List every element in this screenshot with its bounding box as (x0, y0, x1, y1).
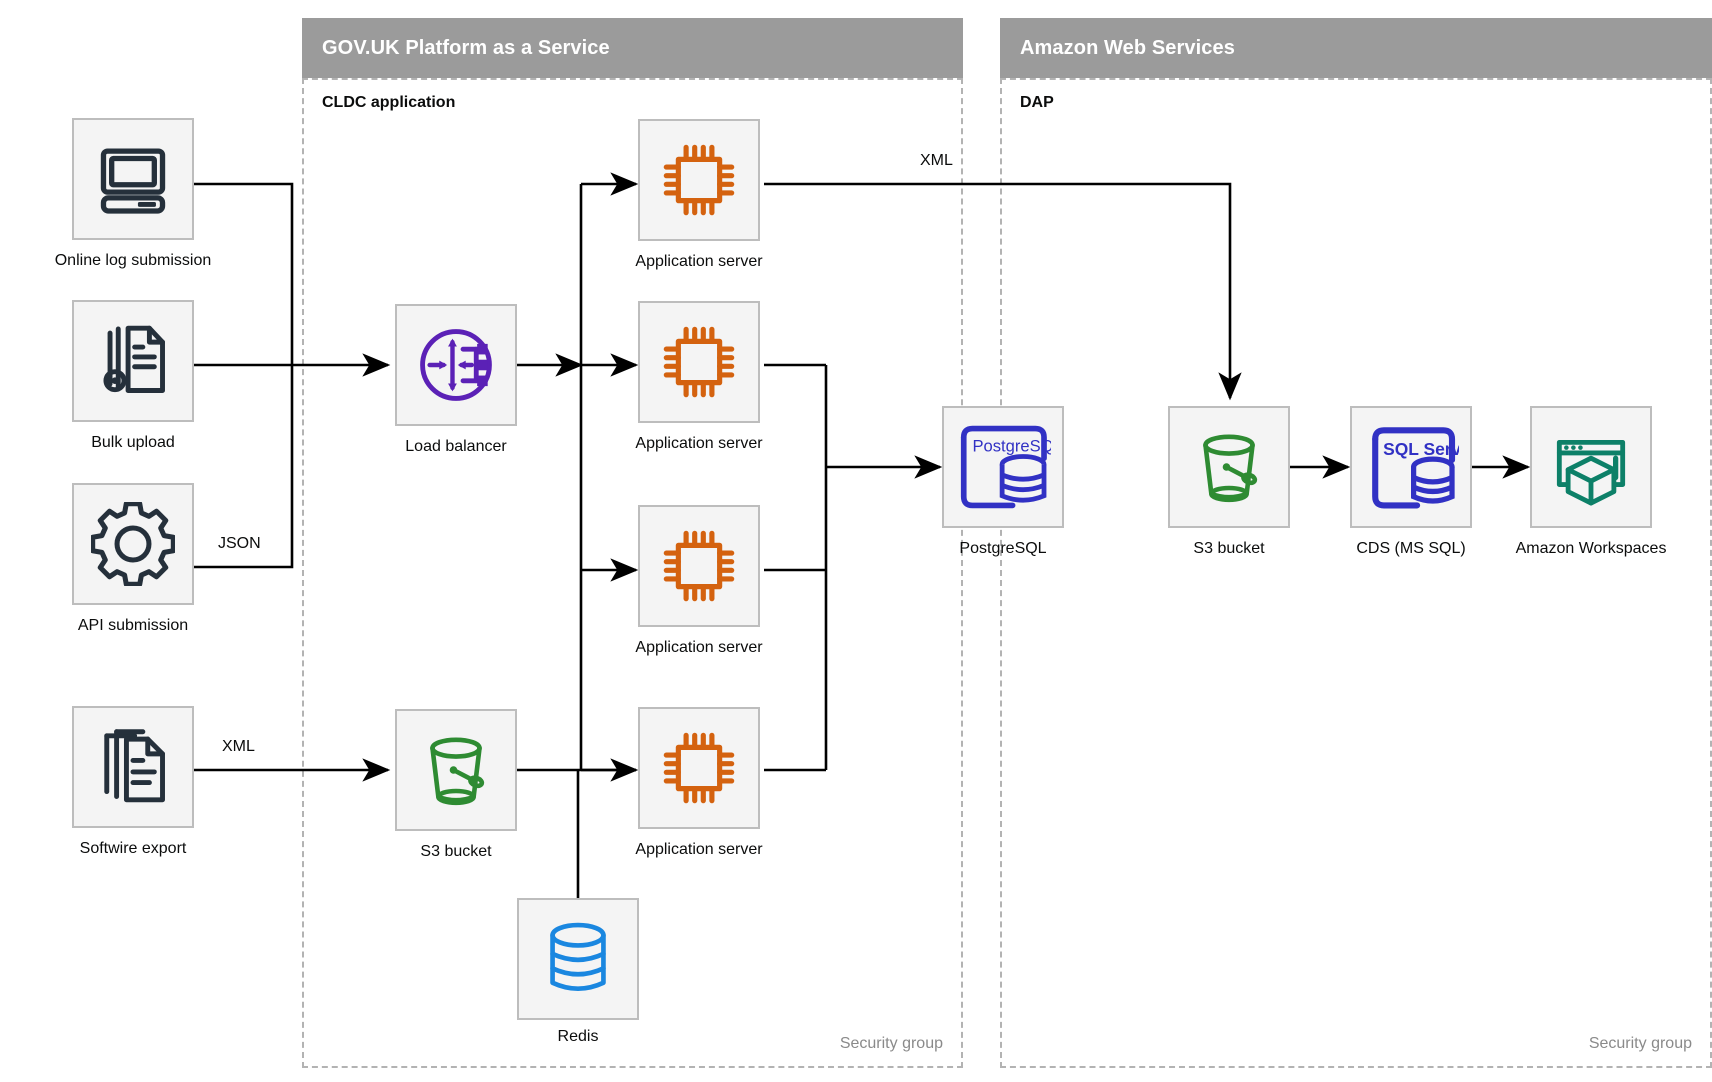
node-label-app-server-3: Application server (635, 639, 763, 656)
load-balancer-icon (395, 304, 517, 426)
group-header-aws: Amazon Web Services (1000, 18, 1712, 78)
cpu-chip-icon (638, 119, 760, 241)
edge-label-xml-top: XML (920, 152, 953, 169)
postgresql-icon: PostgreSQL (942, 406, 1064, 528)
node-label-online-log-submission: Online log submission (54, 252, 212, 269)
security-group-label-aws: Security group (1588, 1035, 1692, 1052)
sql-server-icon: SQL Server (1350, 406, 1472, 528)
node-label-app-server-1: Application server (635, 253, 763, 270)
node-label-postgresql: PostgreSQL (959, 540, 1047, 557)
cpu-chip-icon (638, 707, 760, 829)
node-label-api-submission: API submission (77, 617, 189, 634)
svg-text:SQL Server: SQL Server (1383, 439, 1459, 459)
node-label-softwire-export: Softwire export (79, 840, 187, 857)
bucket-icon (395, 709, 517, 831)
documents-stack-icon (72, 706, 194, 828)
node-label-redis: Redis (557, 1028, 599, 1045)
cpu-chip-icon (638, 505, 760, 627)
node-label-app-server-2: Application server (635, 435, 763, 452)
security-group-box-paas (302, 78, 963, 1068)
desktop-computer-icon (72, 118, 194, 240)
inner-label-cldc: CLDC application (322, 94, 456, 111)
node-label-amazon-workspaces: Amazon Workspaces (1515, 540, 1667, 557)
gear-icon (72, 483, 194, 605)
group-title-paas: GOV.UK Platform as a Service (322, 36, 610, 59)
node-label-bulk-upload: Bulk upload (91, 434, 175, 451)
edge-label-json: JSON (218, 535, 261, 552)
node-label-s3-bucket-aws: S3 bucket (1193, 540, 1265, 557)
inner-label-dap: DAP (1020, 94, 1054, 111)
bucket-icon (1168, 406, 1290, 528)
document-gear-icon (72, 300, 194, 422)
group-header-paas: GOV.UK Platform as a Service (302, 18, 963, 78)
workspaces-cube-icon (1530, 406, 1652, 528)
node-label-load-balancer: Load balancer (405, 438, 507, 455)
node-label-s3-bucket-paas: S3 bucket (420, 843, 492, 860)
cpu-chip-icon (638, 301, 760, 423)
group-title-aws: Amazon Web Services (1020, 36, 1235, 59)
node-label-app-server-4: Application server (635, 841, 763, 858)
svg-text:PostgreSQL: PostgreSQL (972, 436, 1051, 455)
database-cylinder-icon (517, 898, 639, 1020)
security-group-box-aws (1000, 78, 1712, 1068)
node-label-cds-ms-sql: CDS (MS SQL) (1356, 540, 1466, 557)
security-group-label-paas: Security group (839, 1035, 943, 1052)
edge-label-xml-left: XML (222, 738, 255, 755)
